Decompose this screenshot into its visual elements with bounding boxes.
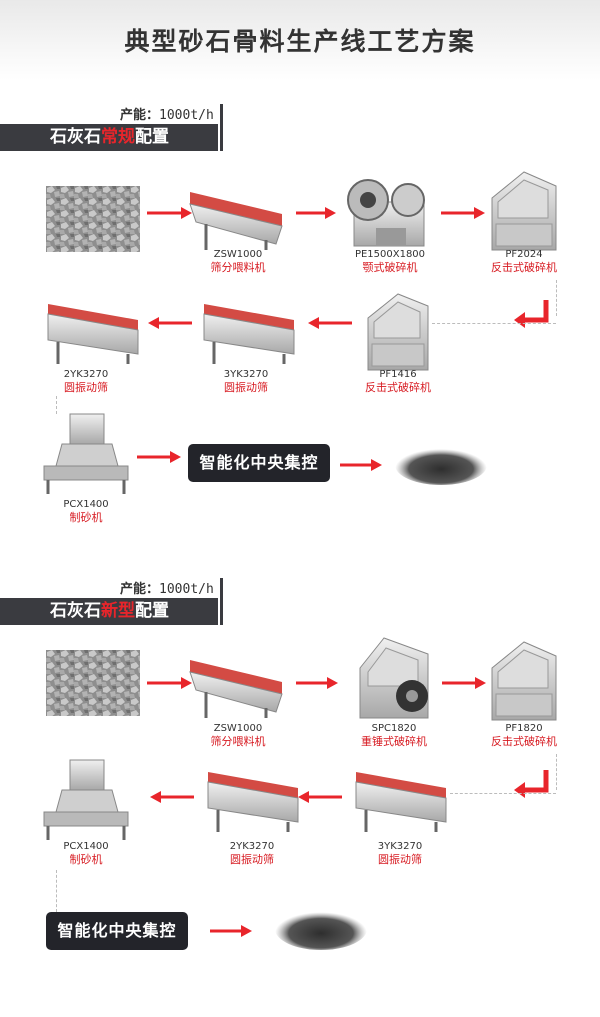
machine-label: PCX1400 制砂机 — [26, 840, 146, 866]
sand-powder-icon — [275, 908, 367, 950]
vibrating-screen-icon — [207, 772, 299, 832]
section-new: 产能：1000t/h 石灰石新型配置 ZSW1000 筛分喂料机 SPC1820… — [0, 578, 600, 1008]
machine-label: 3YK3270 圆振动筛 — [340, 840, 460, 866]
vibrating-screen-icon — [47, 304, 139, 364]
config-suffix: 配置 — [135, 601, 169, 621]
machine-name: 制砂机 — [69, 511, 103, 524]
flow-line — [450, 793, 556, 794]
machine-name: 圆振动筛 — [378, 853, 422, 866]
sand-powder-icon — [395, 445, 487, 485]
machine-name: 反击式破碎机 — [491, 735, 557, 748]
left-arrow-icon — [308, 317, 352, 329]
machine-model: PCX1400 — [63, 499, 109, 510]
machine-name: 颚式破碎机 — [362, 261, 418, 274]
flow-line — [56, 870, 57, 912]
capacity: 产能：1000t/h — [120, 104, 214, 123]
machine-name: 反击式破碎机 — [365, 381, 431, 394]
vibrating-screen-icon — [203, 304, 295, 364]
config-suffix: 配置 — [135, 127, 169, 147]
machine-model: PCX1400 — [63, 841, 109, 852]
machine-label: PCX1400 制砂机 — [26, 498, 146, 524]
machine-model: ZSW1000 — [213, 249, 263, 260]
right-arrow-icon — [340, 459, 382, 471]
config-banner: 石灰石新型配置 — [0, 598, 218, 625]
machine-model: 2YK3270 — [229, 841, 275, 852]
impact-crusher-icon — [491, 171, 557, 251]
raw-stone-icon — [46, 650, 140, 716]
left-arrow-icon — [150, 791, 194, 803]
machine-model: 3YK3270 — [223, 369, 269, 380]
config-highlight: 常规 — [101, 127, 135, 147]
section-conventional: 产能：1000t/h 石灰石常规配置 ZSW1000 筛分喂料机 PE1500X… — [0, 104, 600, 544]
machine-label: PF1820 反击式破碎机 — [464, 722, 584, 748]
flow-line — [556, 280, 557, 316]
jaw-crusher-icon — [347, 179, 425, 247]
flow-line — [556, 754, 557, 790]
machine-model: 3YK3270 — [377, 841, 423, 852]
config-banner: 石灰石常规配置 — [0, 124, 218, 151]
right-arrow-icon — [137, 451, 181, 463]
machine-label: PE1500X1800 颚式破碎机 — [330, 248, 450, 274]
vibrating-screen-icon — [355, 772, 447, 832]
capacity-value: 1000t/h — [159, 582, 214, 597]
capacity: 产能：1000t/h — [120, 578, 214, 597]
right-arrow-icon — [296, 207, 336, 219]
sand-maker-icon — [43, 413, 129, 494]
config-prefix: 石灰石 — [50, 601, 101, 621]
machine-model: SPC1820 — [371, 723, 417, 734]
config-highlight: 新型 — [101, 601, 135, 621]
machine-label: 2YK3270 圆振动筛 — [26, 368, 146, 394]
machine-label: ZSW1000 筛分喂料机 — [178, 722, 298, 748]
machine-name: 反击式破碎机 — [491, 261, 557, 274]
right-arrow-icon — [441, 207, 485, 219]
page-header — [0, 0, 600, 80]
central-control-button[interactable]: 智能化中央集控 — [188, 444, 330, 482]
machine-label: PF2024 反击式破碎机 — [464, 248, 584, 274]
impact-crusher-icon — [367, 293, 429, 371]
page-title: 典型砂石骨料生产线工艺方案 — [124, 27, 476, 56]
impact-crusher-icon — [491, 641, 557, 721]
machine-name: 制砂机 — [69, 853, 103, 866]
hammer-crusher-icon — [359, 637, 429, 719]
machine-label: 2YK3270 圆振动筛 — [192, 840, 312, 866]
machine-label: PF1416 反击式破碎机 — [338, 368, 458, 394]
machine-name: 圆振动筛 — [64, 381, 108, 394]
right-arrow-icon — [210, 925, 252, 937]
flow-line — [56, 396, 57, 414]
capacity-value: 1000t/h — [159, 108, 214, 123]
machine-model: 2YK3270 — [63, 369, 109, 380]
turn-arrow-icon — [514, 770, 549, 798]
machine-model: PF2024 — [505, 249, 543, 260]
config-prefix: 石灰石 — [50, 127, 101, 147]
left-arrow-icon — [298, 791, 342, 803]
right-arrow-icon — [296, 677, 338, 689]
left-arrow-icon — [148, 317, 192, 329]
sand-maker-icon — [43, 759, 129, 840]
machine-model: PF1416 — [379, 369, 417, 380]
capacity-label: 产能： — [120, 582, 160, 597]
turn-arrow-icon — [514, 300, 549, 328]
raw-stone-icon — [46, 186, 140, 252]
machine-label: SPC1820 重锤式破碎机 — [334, 722, 454, 748]
machine-name: 圆振动筛 — [230, 853, 274, 866]
flow-line — [432, 323, 556, 324]
banner-bar — [220, 104, 223, 151]
banner-bar — [220, 578, 223, 625]
machine-model: PF1820 — [505, 723, 543, 734]
machine-model: ZSW1000 — [213, 723, 263, 734]
capacity-label: 产能： — [120, 108, 160, 123]
machine-name: 筛分喂料机 — [210, 735, 266, 748]
machine-name: 筛分喂料机 — [210, 261, 266, 274]
right-arrow-icon — [442, 677, 486, 689]
machine-label: 3YK3270 圆振动筛 — [186, 368, 306, 394]
central-control-button[interactable]: 智能化中央集控 — [46, 912, 188, 950]
machine-label: ZSW1000 筛分喂料机 — [178, 248, 298, 274]
vibrating-feeder-icon — [189, 192, 283, 250]
right-arrow-icon — [147, 677, 192, 689]
right-arrow-icon — [147, 207, 192, 219]
machine-name: 圆振动筛 — [224, 381, 268, 394]
machine-model: PE1500X1800 — [354, 249, 426, 260]
vibrating-feeder-icon — [189, 660, 283, 718]
machine-name: 重锤式破碎机 — [361, 735, 427, 748]
